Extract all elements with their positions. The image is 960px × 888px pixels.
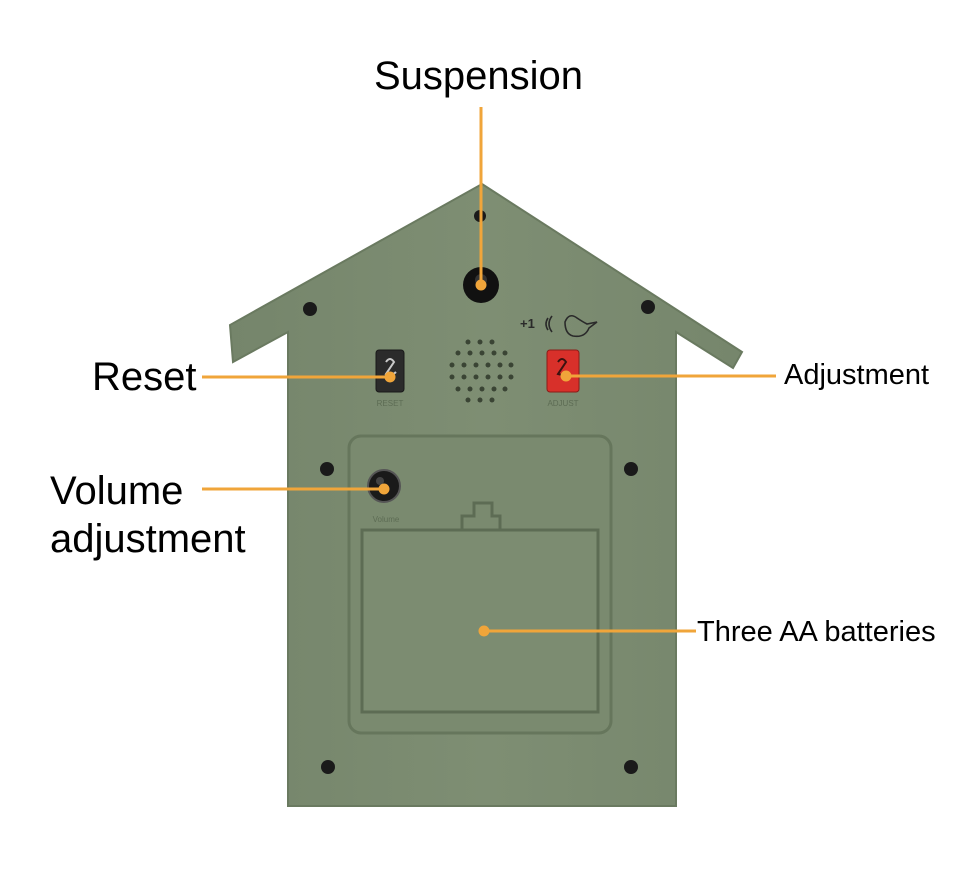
adjust-button[interactable]	[546, 349, 580, 393]
bird-icon	[564, 314, 598, 338]
screw-hole	[321, 760, 335, 774]
battery-cover-tab	[460, 501, 502, 530]
leader-lines	[202, 107, 776, 637]
screw-hole	[303, 302, 317, 316]
screw-holes	[303, 210, 655, 774]
volume-label-line1: Volume	[50, 469, 184, 513]
suspension-label: Suspension	[374, 54, 584, 98]
sound-waves-icon	[545, 315, 553, 333]
battery-cover[interactable]	[360, 528, 600, 714]
volume-label-line2: adjustment	[50, 517, 246, 561]
screw-hole	[320, 462, 334, 476]
plus-one-text: +1	[520, 316, 535, 331]
screw-hole	[624, 760, 638, 774]
adjustment-label: Adjustment	[784, 359, 930, 391]
reset-label: Reset	[92, 355, 197, 399]
screw-hole	[641, 300, 655, 314]
volume-label: Volume adjustment	[50, 467, 246, 563]
adjust-small-text: ADJUST	[547, 399, 578, 408]
reset-button[interactable]	[375, 349, 405, 393]
volume-knob-highlight	[376, 477, 384, 485]
batteries-label: Three AA batteries	[697, 616, 936, 648]
speaker-grille	[449, 339, 514, 403]
volume-small-text: Volume	[373, 515, 400, 524]
screw-hole	[624, 462, 638, 476]
reset-small-text: RESET	[377, 399, 404, 408]
